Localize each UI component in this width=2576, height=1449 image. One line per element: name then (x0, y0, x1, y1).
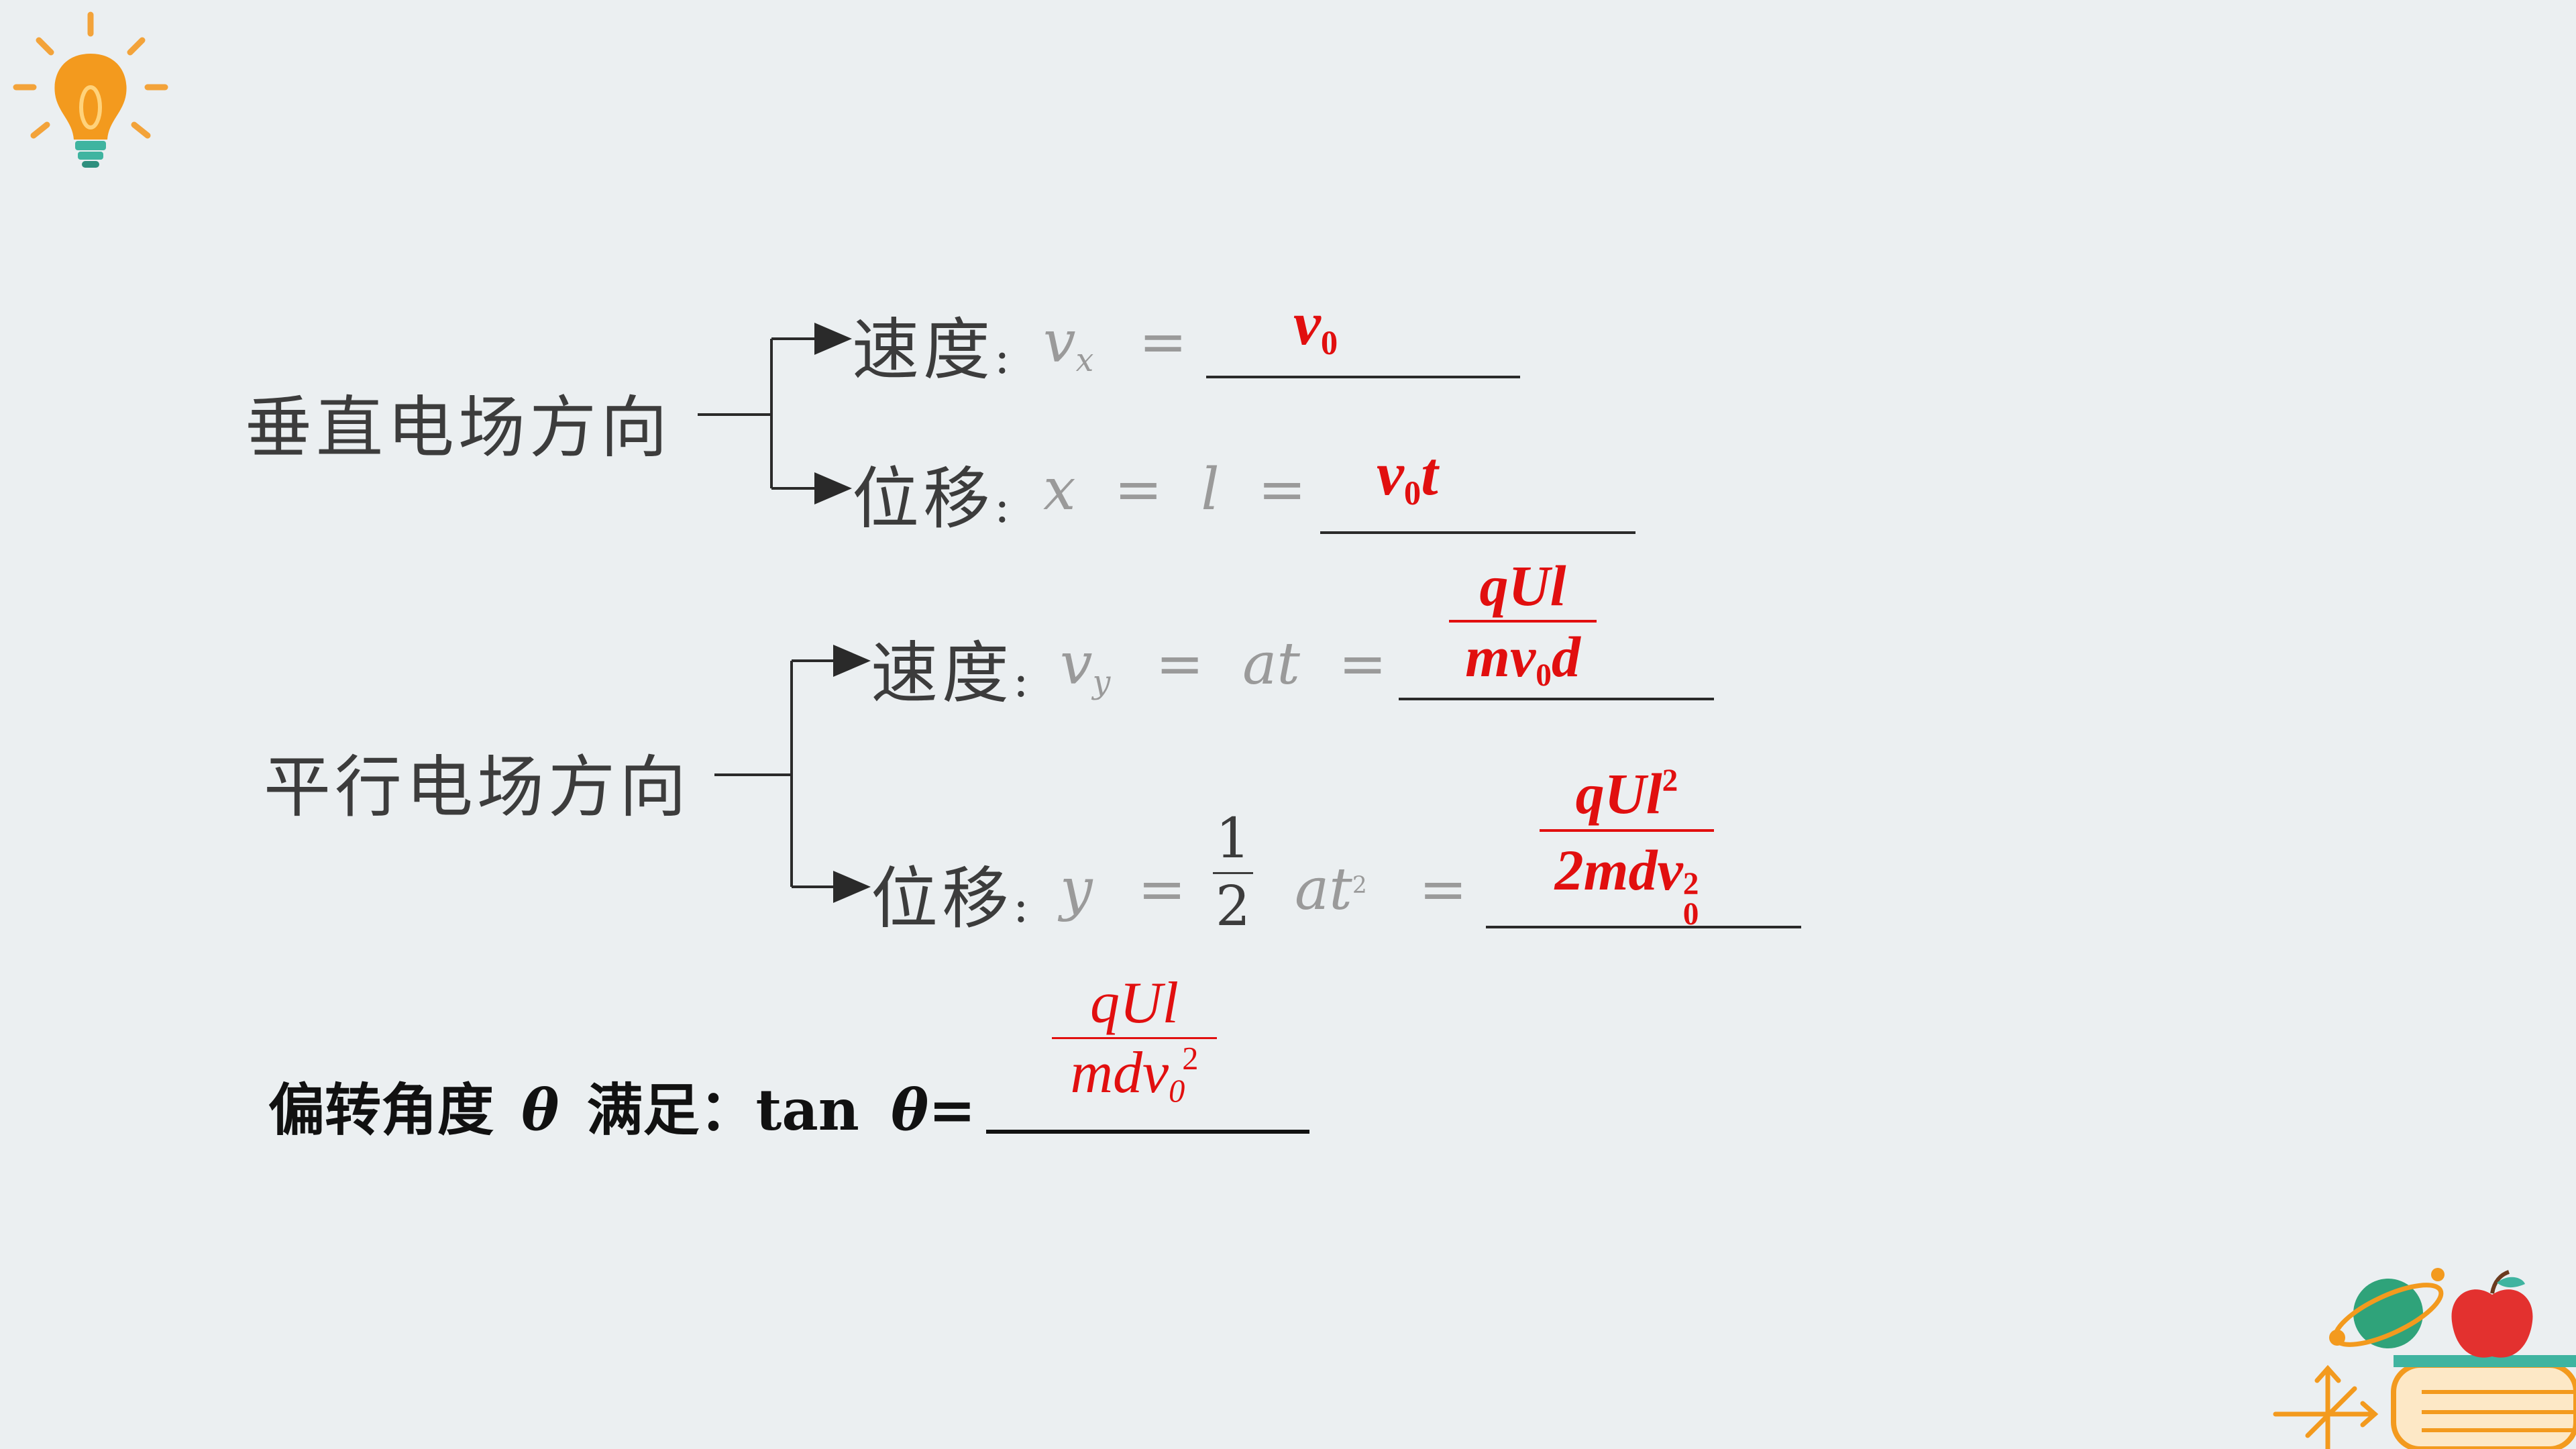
deflection-answer-fraction: qUl mdv02 (1052, 974, 1217, 1108)
row3-label: 速度: (871, 634, 1033, 712)
row2-answer-line (1320, 531, 1635, 534)
perpendicular-direction-label: 垂直电场方向 (245, 388, 672, 467)
parallel-direction-label: 平行电场方向 (264, 748, 690, 826)
light-bulb-icon (13, 11, 168, 168)
row4-answer-line (1486, 926, 1801, 928)
row1-answer: v0 (1293, 289, 1338, 362)
row4-expression: at2 = (1295, 856, 1468, 923)
row3-expression: vy = at = (1060, 631, 1387, 702)
deflection-answer-line (986, 1130, 1309, 1134)
row4-var: y = (1060, 856, 1186, 923)
row3-answer-line (1399, 698, 1714, 700)
row2-answer: v0t (1377, 439, 1438, 513)
row4-half-fraction: 1 2 (1213, 812, 1253, 934)
planet-apple-books-icon (2273, 1268, 2576, 1449)
row1-expression: vx = (1043, 309, 1187, 380)
row3-answer-fraction: qUl mv0d (1449, 557, 1597, 692)
deflection-statement: 偏转角度 θ 满足：tan θ= (268, 1077, 976, 1143)
row1-answer-line (1206, 376, 1520, 378)
row4-label: 位移: (871, 859, 1033, 938)
row1-label: 速度: (852, 311, 1014, 389)
row2-expression: x = l = (1043, 456, 1307, 523)
row2-label: 位移: (852, 460, 1014, 538)
